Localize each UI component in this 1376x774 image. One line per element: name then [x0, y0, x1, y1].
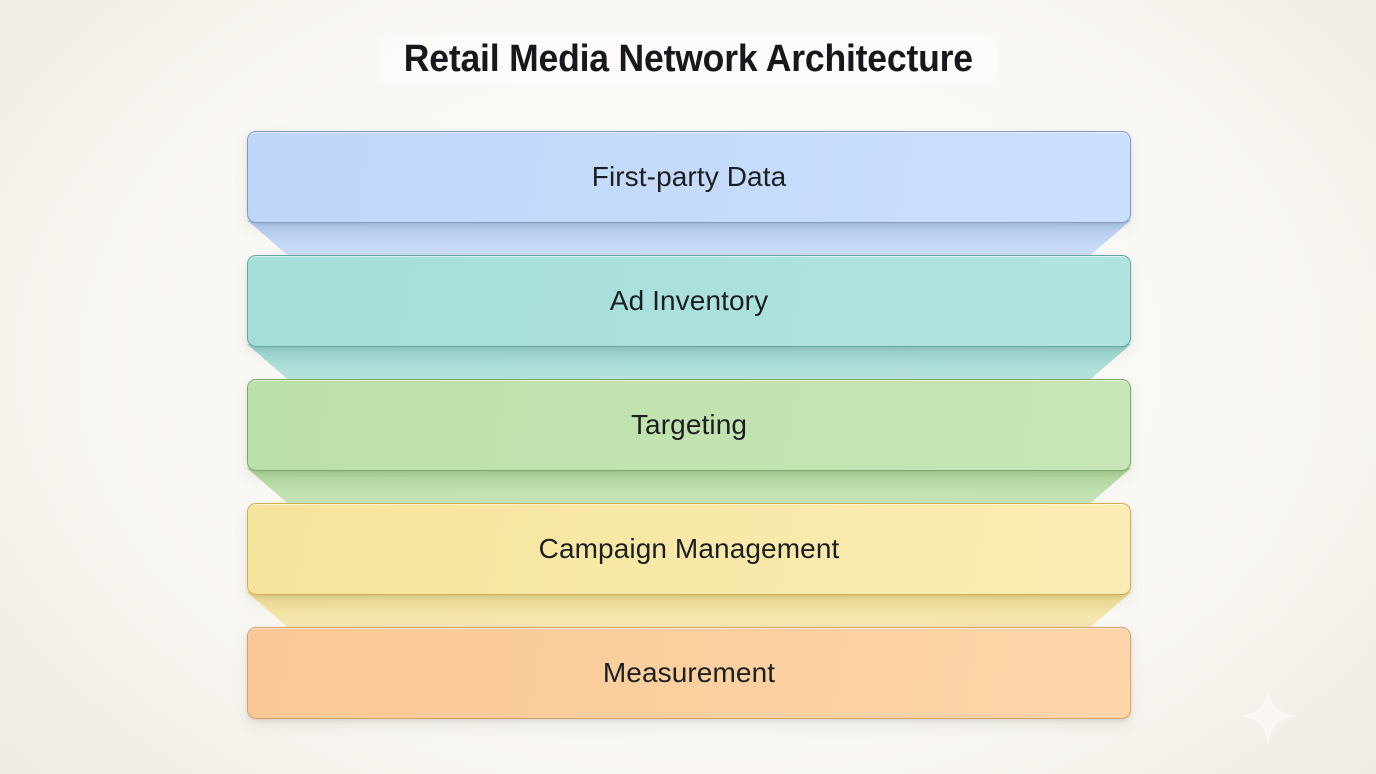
funnel-stage-label: Measurement — [602, 657, 776, 688]
sparkle-icon — [1237, 685, 1299, 747]
funnel-stage-band[interactable]: First-party Data — [247, 131, 1131, 223]
funnel-stage-band[interactable]: Measurement — [247, 627, 1131, 719]
funnel-stage-label: Campaign Management — [538, 533, 840, 564]
funnel-connector — [247, 468, 1131, 508]
funnel-stage-band[interactable]: Targeting — [247, 379, 1131, 471]
funnel-stage-band[interactable]: Campaign Management — [247, 503, 1131, 595]
funnel-connector — [247, 344, 1131, 384]
funnel-stage-label: Targeting — [630, 409, 748, 440]
funnel-stage-band[interactable]: Ad Inventory — [247, 255, 1131, 347]
funnel-connector — [247, 592, 1131, 632]
funnel-connector — [247, 220, 1131, 260]
page-title: Retail Media Network Architecture — [379, 34, 997, 85]
page-title-container: Retail Media Network Architecture — [0, 34, 1376, 85]
funnel-stage-label: Ad Inventory — [609, 285, 769, 316]
funnel-stage-label: First-party Data — [591, 161, 787, 192]
